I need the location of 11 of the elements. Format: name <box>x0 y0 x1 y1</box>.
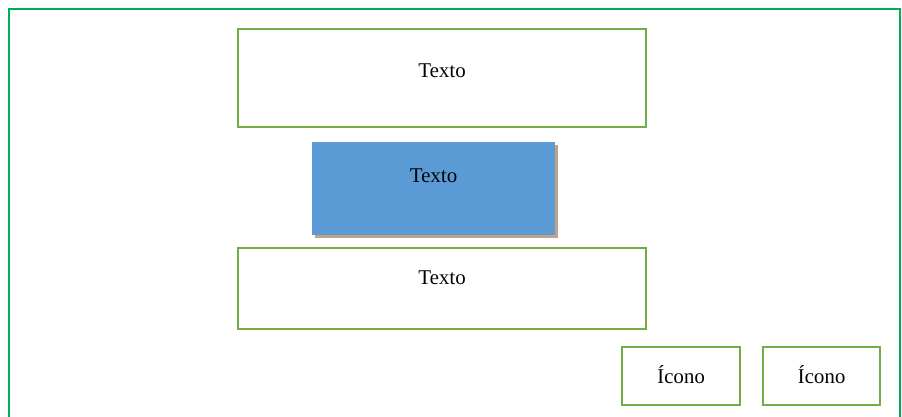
box-label: Ícono <box>657 364 705 389</box>
frame-border <box>8 8 901 417</box>
text-box <box>237 247 647 330</box>
text-box <box>762 346 881 406</box>
box-label: Texto <box>410 163 458 188</box>
filled-box <box>312 142 555 235</box>
box-label: Ícono <box>798 364 846 389</box>
text-box <box>237 28 647 128</box>
text-box <box>621 346 741 406</box>
box-label: Texto <box>418 58 466 83</box>
box-label: Texto <box>418 265 466 290</box>
